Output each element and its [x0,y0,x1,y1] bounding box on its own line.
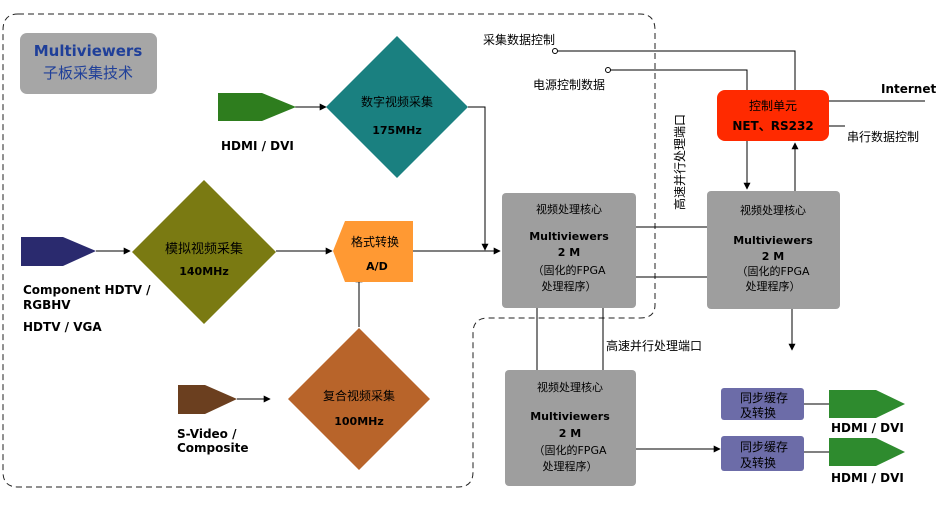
hdmi-output-label-2: HDMI / DVI [831,471,904,485]
hdmi-output-shape-1 [829,390,905,418]
core-3-fpga1: （固化的FPGA [533,443,606,457]
core-2-fpga2: 处理程序） [746,279,801,293]
core-1: 视频处理核心 Multiviewers 2 M （固化的FPGA 处理程序） [502,193,636,308]
hdmi-input-label: HDMI / DVI [221,139,294,153]
core-2: 视频处理核心 Multiviewers 2 M （固化的FPGA 处理程序） [707,191,840,309]
sync-1-line1: 同步缓存 [740,391,788,405]
analog-capture-label: 模拟视频采集 [165,241,243,257]
svideo-input-shape [178,385,237,414]
sync-1-line2: 及转换 [740,405,776,420]
sync-box-1 [721,388,804,420]
sync-box-2 [721,436,804,471]
digital-capture-diamond [326,36,468,178]
format-convert-label: 格式转换 [351,234,399,249]
digital-capture-label: 数字视频采集 [361,94,433,109]
component-label-1: Component HDTV / [23,283,151,297]
core-2-title: 视频处理核心 [740,203,806,217]
core-1-fpga1: （固化的FPGA [532,263,605,277]
sync-2-line2: 及转换 [740,455,776,470]
highspeed-vertical-label: 高速并行处理端口 [672,114,687,210]
core-3: 视频处理核心 Multiviewers 2 M （固化的FPGA 处理程序） [505,370,636,486]
composite-capture-diamond [288,328,430,470]
connectors [96,48,925,453]
serial-control-label: 串行数据控制 [847,129,919,144]
core-1-name: Multiviewers [529,230,609,243]
core-1-fpga2: 处理程序） [542,279,597,293]
core-2-mem: 2 M [762,250,784,263]
component-input-shape [21,237,96,266]
svideo-label-1: S-Video / [177,427,237,441]
analog-capture-diamond [132,180,276,324]
core-1-mem: 2 M [558,246,580,259]
control-unit-box [717,90,829,141]
hdmi-output-label-1: HDMI / DVI [831,421,904,435]
core-2-fpga1: （固化的FPGA [736,264,809,278]
format-convert-sub: A/D [366,260,388,273]
highspeed-horizontal-label: 高速并行处理端口 [606,338,702,353]
sync-2-line1: 同步缓存 [740,440,788,454]
analog-capture-freq: 140MHz [179,265,229,278]
core-3-fpga2: 处理程序） [543,459,598,473]
composite-capture-label: 复合视频采集 [323,388,395,403]
core-3-title: 视频处理核心 [537,380,603,394]
core-1-title: 视频处理核心 [536,202,602,216]
control-unit-line1: 控制单元 [749,99,797,113]
core-3-name: Multiviewers [530,410,610,423]
control-unit-line2: NET、RS232 [732,119,813,133]
capture-control-label: 采集数据控制 [483,32,555,47]
title-box [20,33,157,94]
hdmi-output-shape-2 [829,438,905,466]
board-outline [2,13,656,488]
title-line1: Multiviewers [34,42,143,60]
core-2-name: Multiviewers [733,234,813,247]
title-line2: 子板采集技术 [43,64,133,82]
component-label-3: HDTV / VGA [23,320,102,334]
digital-capture-freq: 175MHz [372,124,422,137]
internet-label: Internet [881,82,936,96]
power-control-label: 电源控制数据 [533,77,605,92]
component-label-2: RGBHV [23,298,71,312]
format-convert-shape [333,221,413,282]
core-3-mem: 2 M [559,427,581,440]
hdmi-input-shape [218,93,296,121]
composite-capture-freq: 100MHz [334,415,384,428]
svideo-label-2: Composite [177,441,249,455]
